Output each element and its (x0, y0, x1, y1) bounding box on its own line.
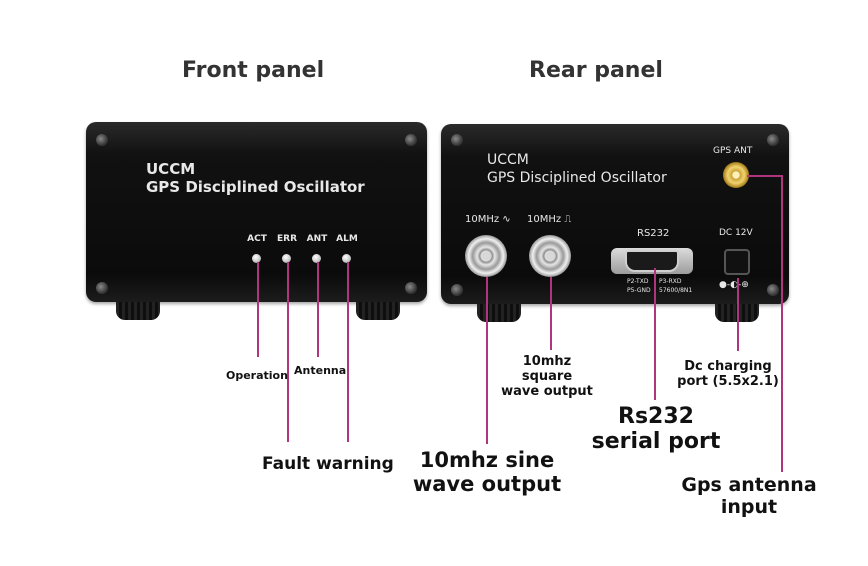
screw-icon (451, 284, 463, 296)
callout-antenna: Antenna (294, 364, 347, 377)
pinout-p2: P2-TXD (627, 278, 649, 285)
square-output-label: 10MHz ⎍ (527, 214, 572, 225)
pointer-line-gps-horizontal (747, 175, 783, 177)
sine-output-label: 10MHz ∿ (465, 214, 511, 225)
callout-gps-line-1: Gps antenna (681, 474, 817, 496)
pointer-line-err (287, 262, 289, 442)
callout-square-line-2: square (521, 368, 573, 384)
led-act (252, 254, 261, 263)
front-right-foot (356, 302, 400, 320)
polarity-icon: ●-◐-⊕ (719, 280, 749, 290)
screw-icon (96, 282, 108, 294)
pointer-line-sine (486, 277, 488, 444)
front-product-name: GPS Disciplined Oscillator (146, 178, 365, 196)
rear-brand: UCCM (487, 152, 529, 168)
rear-panel-heading: Rear panel (529, 58, 663, 83)
screw-icon (767, 284, 779, 296)
pointer-line-rs232 (654, 268, 656, 400)
screw-icon (451, 134, 463, 146)
pointer-line-gps-vertical (781, 175, 783, 472)
pointer-line-ant (317, 262, 319, 357)
rear-product-name: GPS Disciplined Oscillator (487, 170, 667, 186)
dc-power-jack (724, 249, 750, 275)
callout-dc-line-1: Dc charging (684, 359, 772, 374)
dc-label: DC 12V (719, 228, 753, 238)
screw-icon (96, 134, 108, 146)
gps-antenna-connector (723, 162, 749, 188)
screw-icon (405, 282, 417, 294)
callout-fault-warning: Fault warning (262, 454, 394, 474)
rs232-db9-connector (611, 248, 693, 274)
callout-dc-port: Dc charging port (5.5x2.1) (664, 359, 792, 390)
callout-rs232-line-2: serial port (591, 429, 721, 455)
callout-dc-line-2: port (5.5x2.1) (677, 373, 779, 389)
screw-icon (767, 134, 779, 146)
pinout-p3: P3-RXD (659, 278, 682, 285)
led-alm (342, 254, 351, 263)
pinout-p5: P5-GND (627, 287, 651, 294)
rs232-label: RS232 (637, 228, 670, 239)
db9-shell (625, 250, 679, 272)
led-label-err: ERR (276, 234, 297, 244)
front-panel-body (86, 122, 427, 302)
callout-rs232: Rs232 serial port (586, 404, 726, 455)
rear-left-foot (477, 304, 521, 322)
callout-square-wave: 10mhz square wave output (496, 354, 598, 400)
callout-square-line-1: 10mhz (522, 354, 572, 369)
screw-icon (405, 134, 417, 146)
pointer-line-act (257, 262, 259, 357)
pinout-baud: 57600/8N1 (659, 287, 693, 294)
led-label-alm: ALM (336, 234, 358, 244)
callout-square-line-3: wave output (501, 383, 593, 399)
callout-sine-wave: 10mhz sine wave output (408, 448, 566, 496)
led-label-ant: ANT (306, 234, 328, 244)
callout-gps-antenna: Gps antenna input (674, 474, 824, 519)
led-err (282, 254, 291, 263)
pointer-line-square (550, 277, 552, 350)
led-ant (312, 254, 321, 263)
callout-operation: Operation (226, 369, 288, 382)
front-panel-heading: Front panel (182, 58, 325, 83)
sine-bnc-connector (465, 235, 507, 277)
front-left-foot (116, 302, 160, 320)
rear-device: UCCM GPS Disciplined Oscillator GPS ANT … (441, 124, 789, 322)
callout-gps-line-2: input (720, 495, 778, 518)
led-label-act: ACT (247, 234, 267, 244)
callout-rs232-line-1: Rs232 (618, 404, 694, 429)
callout-sine-line-1: 10mhz sine (419, 448, 555, 472)
pointer-line-dc (737, 278, 739, 351)
callout-sine-line-2: wave output (412, 472, 562, 497)
pointer-line-alm (347, 262, 349, 442)
square-bnc-connector (529, 235, 571, 277)
front-device: UCCM GPS Disciplined Oscillator ACT ERR … (86, 122, 427, 322)
gps-ant-label: GPS ANT (713, 146, 753, 156)
front-brand: UCCM (146, 160, 196, 178)
